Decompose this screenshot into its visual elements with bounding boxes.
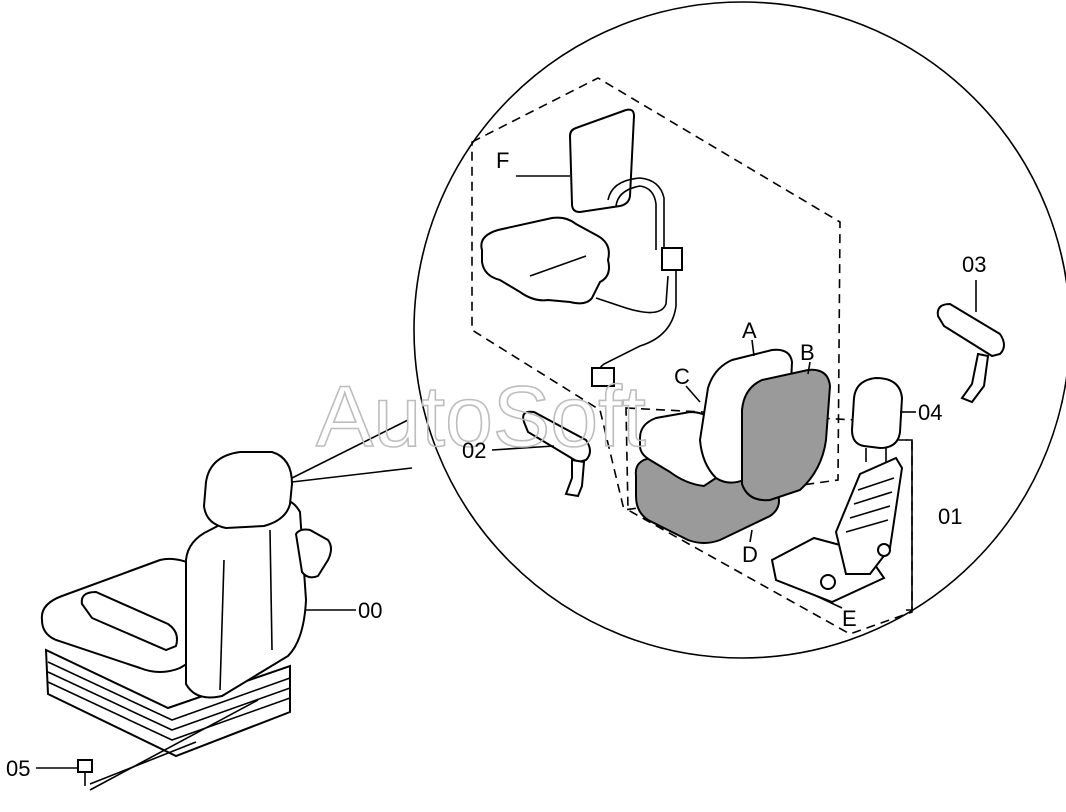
headrest-part [850,376,916,462]
frame-back [834,456,904,575]
leader-e [811,593,843,609]
callout-04: 04 [918,400,942,425]
armrest-02-pad [522,410,591,464]
armrest-03-pad [936,302,1005,358]
sublabel-c: C [674,364,690,389]
leader-d [749,529,753,543]
frame-pivot-right [877,543,891,557]
heater-seat-slot [529,255,587,277]
bolt-05 [77,759,93,773]
detail-link-upper [291,419,409,479]
seat-frame [770,439,913,611]
seat-right-armrest [294,528,332,579]
sublabel-d: D [742,542,758,567]
seat-assembly [40,451,356,758]
callout-01: 01 [938,504,962,529]
watermark: AutoSoft [316,369,646,465]
seat-suspension [44,648,291,758]
armrest-left-part [491,410,591,498]
sublabel-f: F [496,148,509,173]
armrest-03-bracket [960,352,990,404]
cushion-group [634,339,832,544]
headrest-04 [850,376,904,450]
back-cushion-b [741,368,832,502]
bolt-link-2 [89,699,259,791]
heater-plug [591,367,615,387]
frame-back-slats [845,477,895,533]
bolt-part [36,699,259,791]
leader-c [685,385,701,403]
heater-kit [480,108,683,387]
leader-b [807,361,811,375]
heater-connector [661,247,683,271]
heater-wiring-2 [595,185,669,314]
seat-suspension-ribs [47,661,291,741]
bracket-01 [906,439,913,611]
armrest-02-bracket [564,458,586,498]
callout-00: 00 [358,598,382,623]
sublabel-e: E [842,606,857,631]
seat-backrest-seam [219,529,273,691]
heater-seat-pad [480,216,610,305]
callout-03: 03 [962,252,986,277]
frame-pivot-left [820,574,836,590]
callout-02: 02 [462,438,486,463]
leader-a [751,339,755,357]
sublabel-a: A [742,318,757,343]
bolt-link-1 [89,741,197,785]
seat-headrest [202,451,294,530]
armrest-right-part [936,280,1005,404]
leader-02 [491,445,555,451]
detail-link-lower [291,467,413,483]
detail-circle [413,1,1066,659]
sublabel-b: B [800,340,815,365]
seat-backrest [185,497,308,699]
seat-left-armrest [80,590,178,652]
heater-back-pad [568,108,636,214]
callout-05: 05 [6,756,30,781]
